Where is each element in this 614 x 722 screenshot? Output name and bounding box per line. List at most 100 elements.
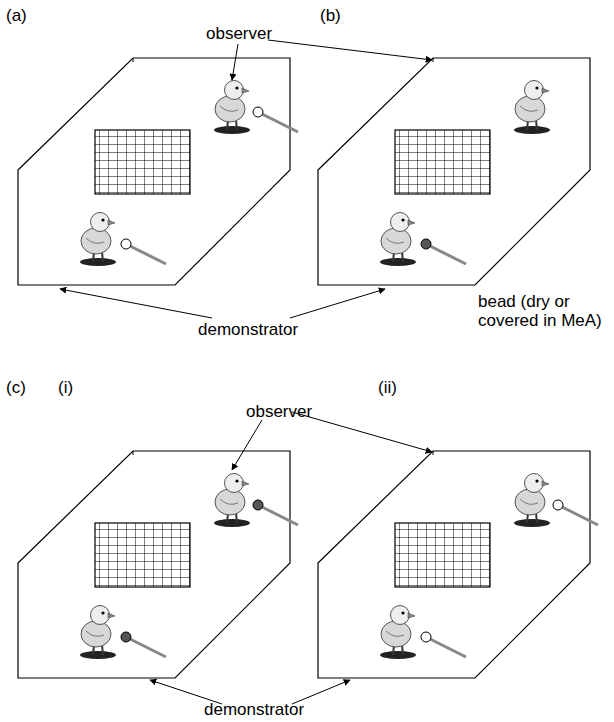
bead-stick — [130, 246, 166, 264]
leader-arrow — [232, 44, 238, 80]
panel-numeral: (ii) — [378, 378, 397, 397]
bead-stick — [130, 639, 166, 657]
chick-beak — [542, 481, 549, 486]
chick-wing — [386, 238, 404, 243]
chick — [214, 474, 250, 528]
chick-wing — [220, 499, 238, 504]
chick-head — [225, 81, 244, 100]
leader-arrow — [290, 289, 385, 318]
cage-edge — [433, 58, 434, 62]
cage-panel — [18, 58, 298, 285]
chick — [514, 474, 550, 528]
chick-body — [215, 489, 245, 515]
bead — [121, 632, 131, 642]
chick — [380, 213, 416, 267]
chick-shadow — [514, 519, 550, 527]
chick-shadow — [214, 126, 250, 134]
cage-edge — [133, 58, 134, 62]
chick-eye — [401, 218, 404, 221]
mesh-partition — [395, 130, 490, 194]
chick — [80, 213, 116, 267]
observer-label: observer — [206, 24, 272, 43]
chick-shadow — [380, 651, 416, 659]
chick-head — [391, 213, 410, 232]
chick-shadow — [80, 651, 116, 659]
chick-wing — [386, 631, 404, 636]
cage-outline — [318, 451, 590, 678]
chick-eye — [101, 611, 104, 614]
cage-panel — [318, 451, 598, 678]
chick — [80, 606, 116, 660]
panel-letter: (b) — [320, 6, 341, 25]
panel-letter: (c) — [6, 378, 26, 397]
chick-body — [81, 621, 111, 647]
cage-edge — [133, 451, 134, 455]
leader-arrow — [60, 289, 212, 318]
bead — [253, 500, 263, 510]
chick — [214, 81, 250, 135]
chick-shadow — [214, 519, 250, 527]
cage-panel — [318, 58, 590, 285]
chick-wing — [86, 631, 104, 636]
cage-outline — [18, 58, 290, 285]
chick-eye — [235, 479, 238, 482]
panel-numeral: (i) — [58, 378, 73, 397]
chick-body — [515, 489, 545, 515]
bead — [121, 239, 131, 249]
panel-letter: (a) — [6, 6, 27, 25]
leader-lines — [60, 40, 432, 704]
leader-arrow — [292, 412, 432, 452]
chick-beak — [542, 88, 549, 93]
bead-stick — [430, 246, 466, 264]
chick-eye — [101, 218, 104, 221]
chick-beak — [242, 88, 249, 93]
chick-eye — [535, 86, 538, 89]
cage-panel — [18, 451, 298, 678]
bead-label: bead (dry or covered in MeA) — [478, 292, 610, 330]
chick-beak — [408, 613, 415, 618]
bead-stick — [430, 639, 466, 657]
chick-body — [381, 228, 411, 254]
bead-stick — [562, 507, 598, 525]
chick-beak — [242, 481, 249, 486]
chick-body — [381, 621, 411, 647]
chick-wing — [520, 106, 538, 111]
chick-shadow — [514, 126, 550, 134]
chick-shadow — [80, 258, 116, 266]
chick-body — [215, 96, 245, 122]
chick-beak — [408, 220, 415, 225]
demonstrator-label: demonstrator — [204, 700, 304, 719]
chick-head — [225, 474, 244, 493]
bead — [553, 500, 563, 510]
demonstrator-label: demonstrator — [198, 320, 298, 339]
chick-shadow — [380, 258, 416, 266]
leader-arrow — [268, 40, 432, 60]
chick-eye — [235, 86, 238, 89]
chick-eye — [401, 611, 404, 614]
bead — [421, 239, 431, 249]
mesh-partition — [95, 130, 190, 194]
chick-head — [91, 606, 110, 625]
bead — [421, 632, 431, 642]
chick — [514, 81, 550, 135]
chick-beak — [108, 220, 115, 225]
chick-eye — [535, 479, 538, 482]
chick-beak — [108, 613, 115, 618]
bead-stick — [262, 507, 298, 525]
chick — [380, 606, 416, 660]
chick-wing — [520, 499, 538, 504]
chick-head — [91, 213, 110, 232]
cage-outline — [318, 58, 590, 285]
cage-edge — [433, 451, 434, 455]
observer-label: observer — [246, 402, 312, 421]
chick-head — [525, 474, 544, 493]
cage-outline — [18, 451, 290, 678]
bead — [253, 107, 263, 117]
chick-head — [391, 606, 410, 625]
leader-arrow — [232, 420, 262, 470]
chick-head — [525, 81, 544, 100]
chick-wing — [86, 238, 104, 243]
chick-body — [81, 228, 111, 254]
bead-stick — [262, 114, 298, 132]
